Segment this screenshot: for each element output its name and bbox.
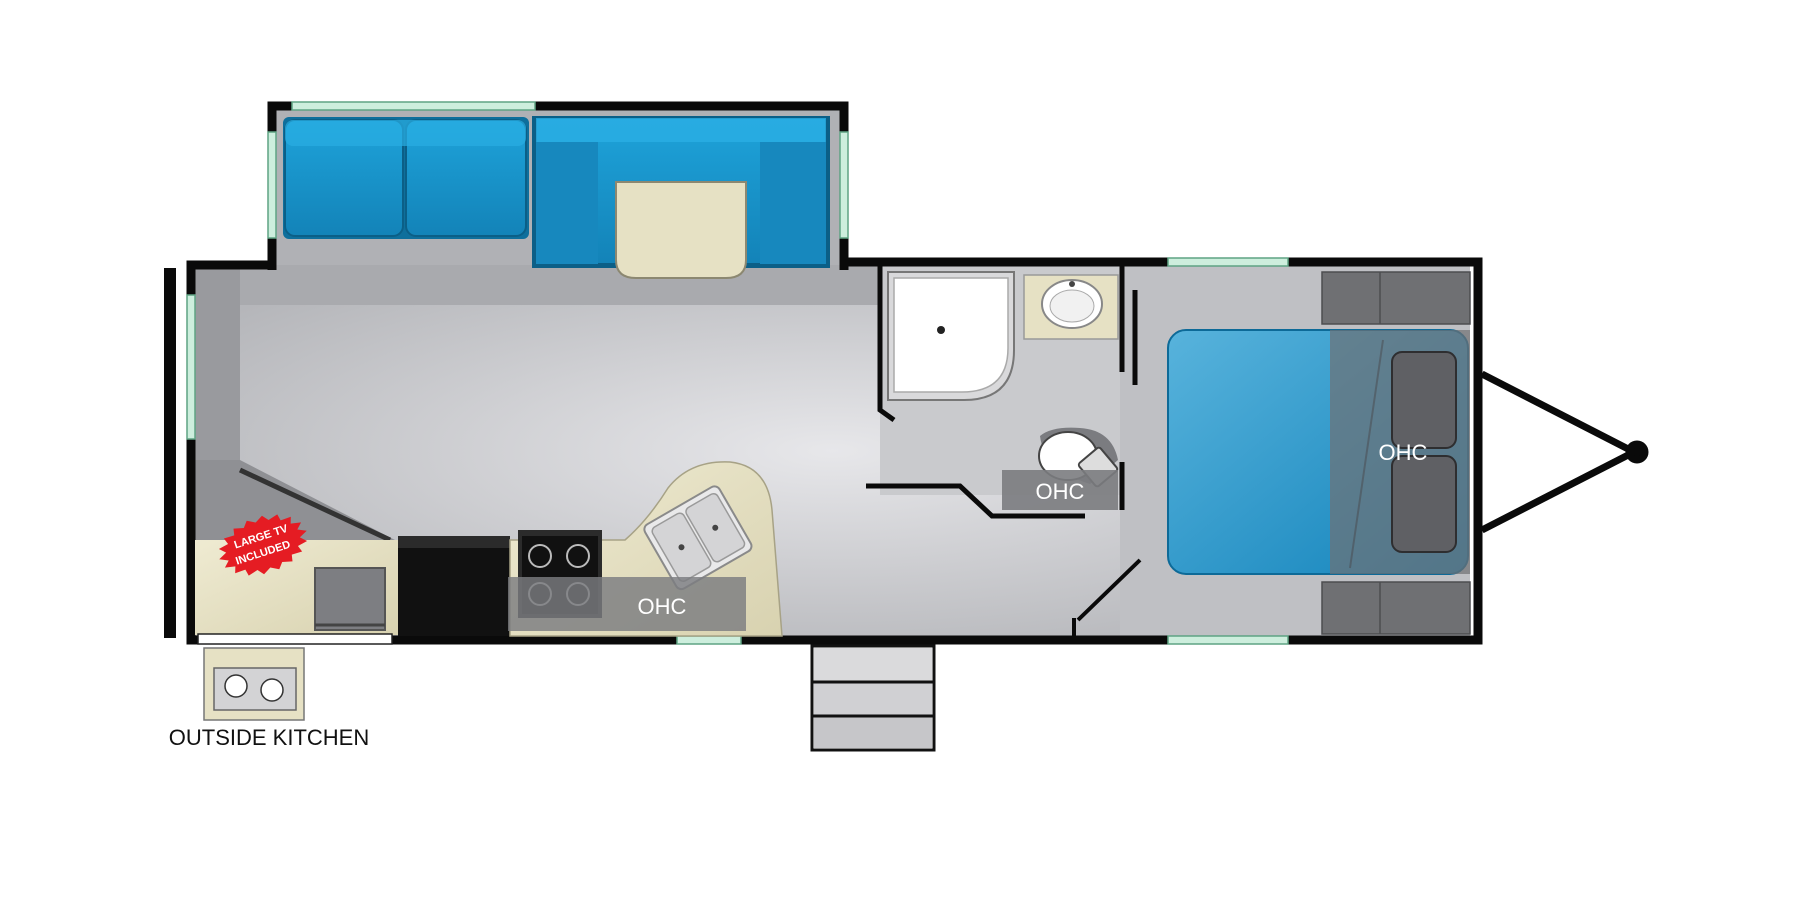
window-front — [186, 294, 196, 440]
window-top-slide — [291, 101, 536, 111]
lavatory-sink-icon — [1023, 274, 1119, 340]
outside-kitchen-label: OUTSIDE KITCHEN — [169, 725, 369, 750]
kitchen-counter — [509, 461, 783, 637]
dinette — [532, 116, 830, 279]
nightstand-bottom — [1321, 581, 1471, 635]
window-slide-left — [267, 131, 277, 239]
ohc-bedroom-label: OHC — [1379, 440, 1428, 465]
ohc-kitchen: OHC — [508, 577, 746, 631]
dinette-table — [615, 181, 747, 279]
ohc-kitchen-label: OHC — [638, 594, 687, 619]
bedroom: OHC — [1167, 271, 1471, 635]
entry-steps — [810, 644, 936, 752]
bathroom: OHC — [866, 262, 1138, 519]
microwave — [314, 567, 386, 631]
windows — [186, 101, 1289, 645]
tv-cabinet — [195, 265, 395, 543]
window-bottom-kitchen — [676, 635, 742, 645]
cooktop-icon — [213, 667, 297, 711]
sink-icon — [643, 485, 753, 591]
outside-kitchen: OUTSIDE KITCHEN — [169, 647, 369, 750]
refrigerator — [398, 536, 510, 636]
window-slide-right — [839, 131, 849, 239]
nightstand-top — [1321, 271, 1471, 325]
shower-icon — [887, 271, 1015, 401]
sofa — [283, 117, 529, 239]
window-bed-top — [1167, 257, 1289, 267]
ohc-bath-label: OHC — [1036, 479, 1085, 504]
window-bed-bottom — [1167, 635, 1289, 645]
pillow-top — [1391, 351, 1457, 449]
large-tv-badge: LARGE TV INCLUDED — [218, 514, 308, 576]
bedroom-door — [1072, 558, 1142, 636]
pillow-bottom — [1391, 455, 1457, 553]
pillows — [1391, 351, 1457, 553]
trailer-hitch — [1480, 370, 1649, 534]
front-wall — [164, 268, 176, 638]
